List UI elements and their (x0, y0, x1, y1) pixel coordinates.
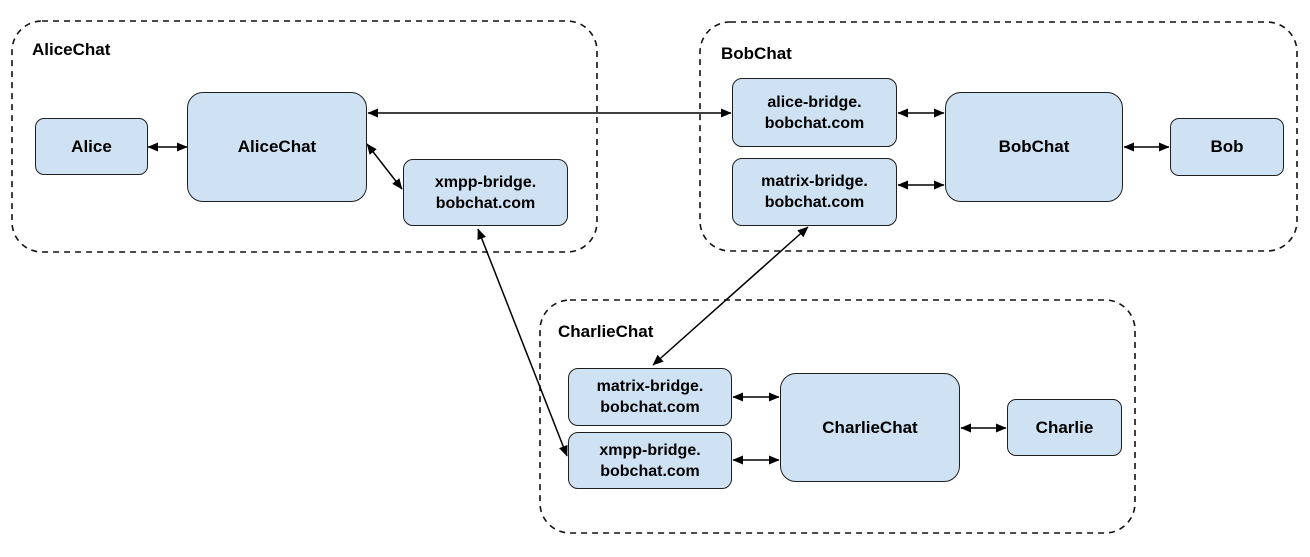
edge-alice_xmpp_bridge-charlie_xmpp_bridge (477, 228, 568, 457)
group-label-bobchat: BobChat (721, 44, 792, 63)
group-border-bobchat (699, 21, 1298, 252)
node-alice-xmpp-bridge-line2: bobchat.com (435, 194, 536, 212)
node-charlie-matrix-bridge-line2: bobchat.com (600, 399, 700, 416)
node-bobchat-server-label: BobChat (998, 137, 1070, 156)
node-charliechat-server-label: CharlieChat (822, 417, 918, 437)
node-alice-user-label: Alice (71, 136, 112, 156)
node-charlie-xmpp-bridge: xmpp-bridge. bobchat.com (568, 432, 732, 489)
node-charlie-user-label: Charlie (1035, 417, 1094, 437)
node-bob-matrix-bridge-line2: bobchat.com (764, 194, 865, 211)
node-bobchat-server: BobChat (945, 92, 1123, 202)
group-label-charliechat: CharlieChat (558, 322, 654, 341)
node-charlie-matrix-bridge: matrix-bridge. bobchat.com (568, 368, 732, 426)
node-alice-xmpp-bridge-line1: xmpp-bridge. (434, 173, 537, 191)
node-bob-alice-bridge: alice-bridge. bobchat.com (732, 78, 897, 147)
node-bob-alice-bridge-line2: bobchat.com (764, 114, 865, 132)
edge-bob_matrix_bridge-charlie_matrix_bridge (652, 226, 809, 366)
node-bob-user: Bob (1170, 118, 1284, 176)
group-label-alicechat: AliceChat (32, 40, 111, 59)
node-bob-user-label: Bob (1210, 137, 1244, 156)
node-alicechat-server-label: AliceChat (237, 137, 317, 156)
node-alice-xmpp-bridge: xmpp-bridge. bobchat.com (403, 159, 568, 226)
node-alice-user: Alice (35, 118, 148, 175)
node-charlie-xmpp-bridge-line1: xmpp-bridge. (599, 441, 701, 459)
node-charlie-xmpp-bridge-line2: bobchat.com (600, 462, 700, 480)
group-border-charliechat (539, 299, 1136, 534)
node-bob-matrix-bridge: matrix-bridge. bobchat.com (732, 158, 897, 226)
node-bob-alice-bridge-line1: alice-bridge. (767, 93, 862, 111)
node-charliechat-server: CharlieChat (780, 373, 960, 482)
edge-alice_server-alice_xmpp_bridge (366, 143, 403, 190)
node-bob-matrix-bridge-line1: matrix-bridge. (761, 173, 868, 190)
node-charlie-matrix-bridge-line1: matrix-bridge. (596, 378, 704, 395)
node-alicechat-server: AliceChat (187, 92, 367, 202)
node-charlie-user: Charlie (1007, 399, 1122, 456)
